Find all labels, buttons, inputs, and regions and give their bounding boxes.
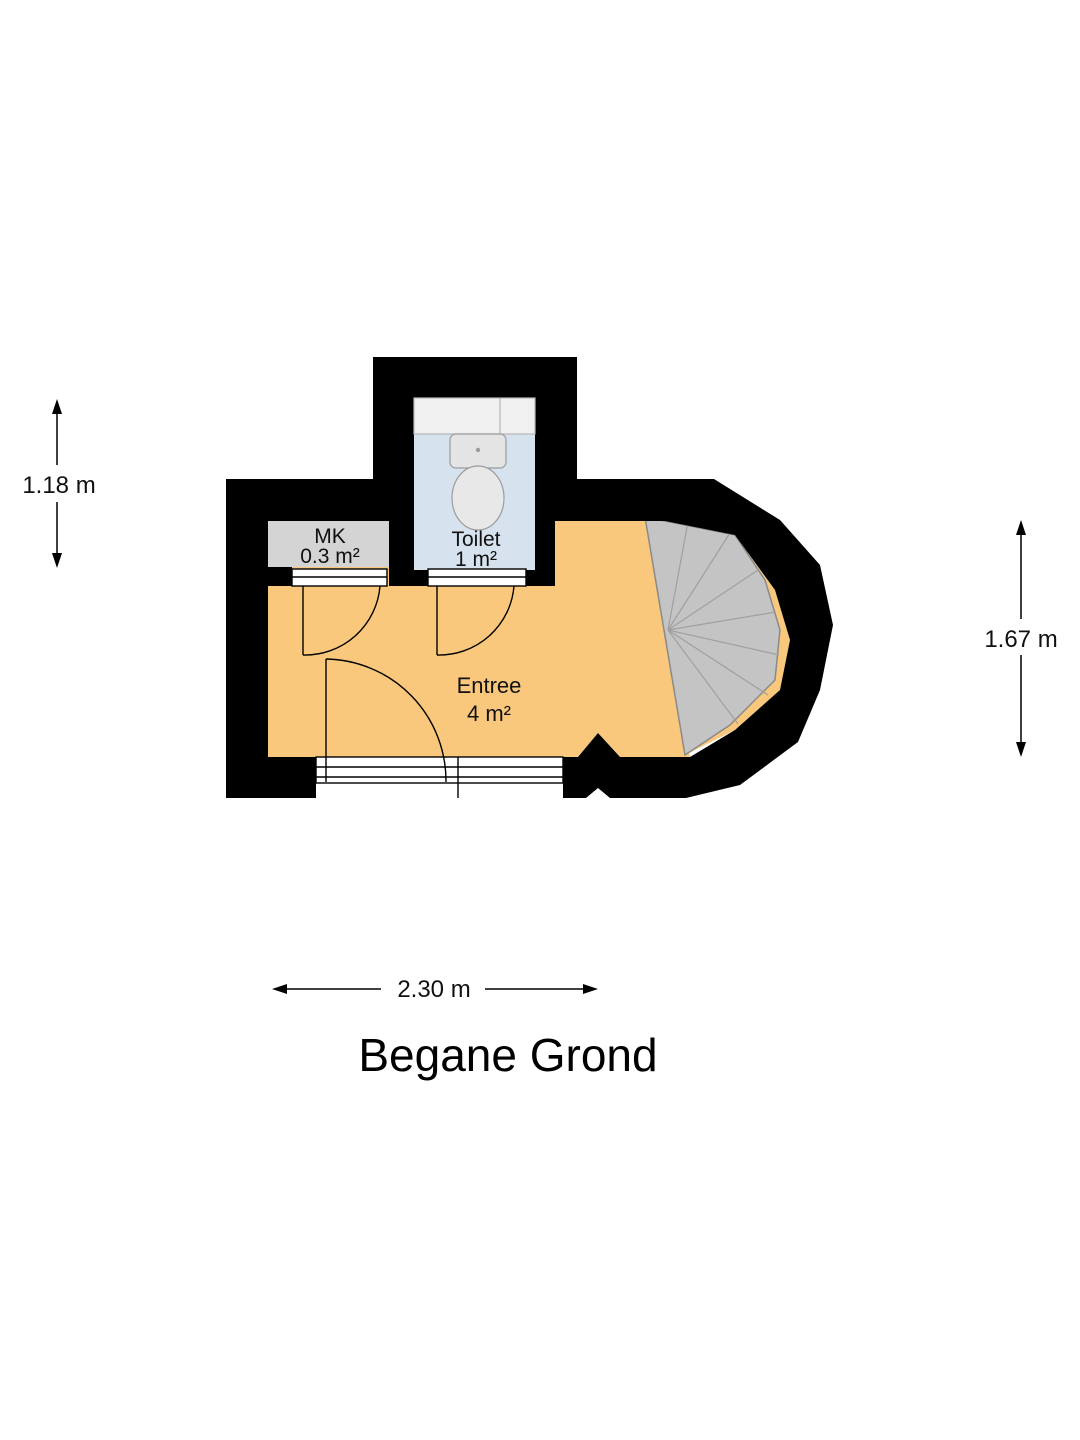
arrow-down-icon bbox=[52, 553, 62, 568]
front-door-arc bbox=[325, 658, 447, 783]
arrow-down-icon bbox=[1016, 742, 1026, 757]
wall-toilet-enclosure bbox=[373, 357, 577, 586]
wall-left bbox=[226, 479, 373, 798]
dimension-right bbox=[1016, 520, 1026, 757]
floor-title: Begane Grond bbox=[358, 1029, 657, 1081]
dimension-left-label: 1.18 m bbox=[22, 472, 95, 499]
stair-step-line bbox=[667, 629, 780, 656]
front-door-frame bbox=[315, 756, 564, 784]
dimension-bottom bbox=[272, 984, 598, 994]
stair-step-line bbox=[667, 629, 769, 696]
arrow-up-icon bbox=[1016, 520, 1026, 535]
stair-step-line bbox=[667, 611, 777, 631]
stair-step-line bbox=[667, 569, 759, 631]
toilet-door-arc bbox=[436, 585, 515, 656]
wall-bottom-left bbox=[268, 757, 316, 798]
wall-stair-enclosure bbox=[563, 479, 833, 798]
stair-step-line bbox=[667, 532, 731, 631]
dimension-bottom-label: 2.30 m bbox=[397, 976, 470, 1003]
doors bbox=[291, 568, 564, 798]
mk-door-arc bbox=[302, 585, 381, 656]
walls bbox=[226, 357, 833, 798]
wall-mk-divider bbox=[268, 567, 292, 586]
spiral-stair bbox=[644, 516, 790, 757]
stair-step-line bbox=[667, 521, 689, 631]
arrow-left-icon bbox=[272, 984, 287, 994]
arrow-up-icon bbox=[52, 399, 62, 414]
arrow-right-icon bbox=[583, 984, 598, 994]
dimension-left bbox=[52, 399, 62, 568]
entree-room-area: 4 m² bbox=[467, 701, 511, 726]
toilet-room-name: Toilet bbox=[451, 528, 500, 551]
dimension-right-label: 1.67 m bbox=[984, 626, 1057, 653]
stair-step-line bbox=[667, 629, 739, 725]
toilet-room-area: 1 m² bbox=[455, 548, 497, 571]
entree-room-name: Entree bbox=[457, 673, 522, 698]
toilet-bowl bbox=[451, 465, 505, 531]
mk-room-area: 0.3 m² bbox=[300, 545, 360, 568]
wall-top-right bbox=[577, 479, 714, 521]
room-labels: MK 0.3 m² Toilet 1 m² Entree 4 m² bbox=[300, 525, 521, 726]
toilet-fixtures bbox=[413, 397, 536, 531]
mk-floor bbox=[268, 521, 389, 567]
mk-room-name: MK bbox=[314, 525, 346, 548]
toilet-counter bbox=[413, 397, 536, 435]
